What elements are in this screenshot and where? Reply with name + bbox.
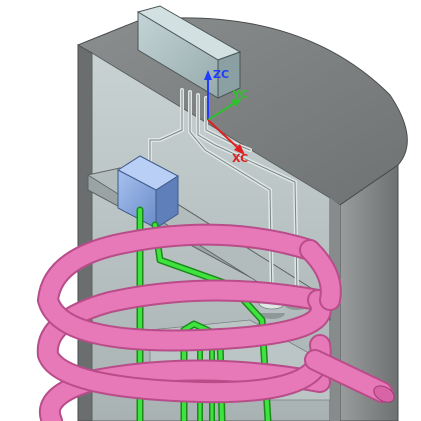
z-axis-arrow <box>204 70 212 80</box>
coordinate-triad: ZC YC XC <box>204 68 248 165</box>
heating-coil[interactable] <box>36 223 393 421</box>
y-axis-line <box>207 101 237 121</box>
control-box[interactable] <box>136 5 242 99</box>
tank-top-surface <box>76 17 408 206</box>
x-axis-line <box>207 119 239 149</box>
y-axis-arrow <box>231 98 242 107</box>
x-axis-arrow <box>234 144 245 155</box>
tank-left-wall <box>77 44 93 421</box>
z-axis-label: ZC <box>213 68 229 81</box>
x-axis-label: XC <box>232 152 248 165</box>
instrument-lines <box>148 88 299 302</box>
junction-box[interactable] <box>117 155 179 229</box>
y-axis-label: YC <box>231 88 248 101</box>
coil-outlet-end <box>373 385 395 403</box>
